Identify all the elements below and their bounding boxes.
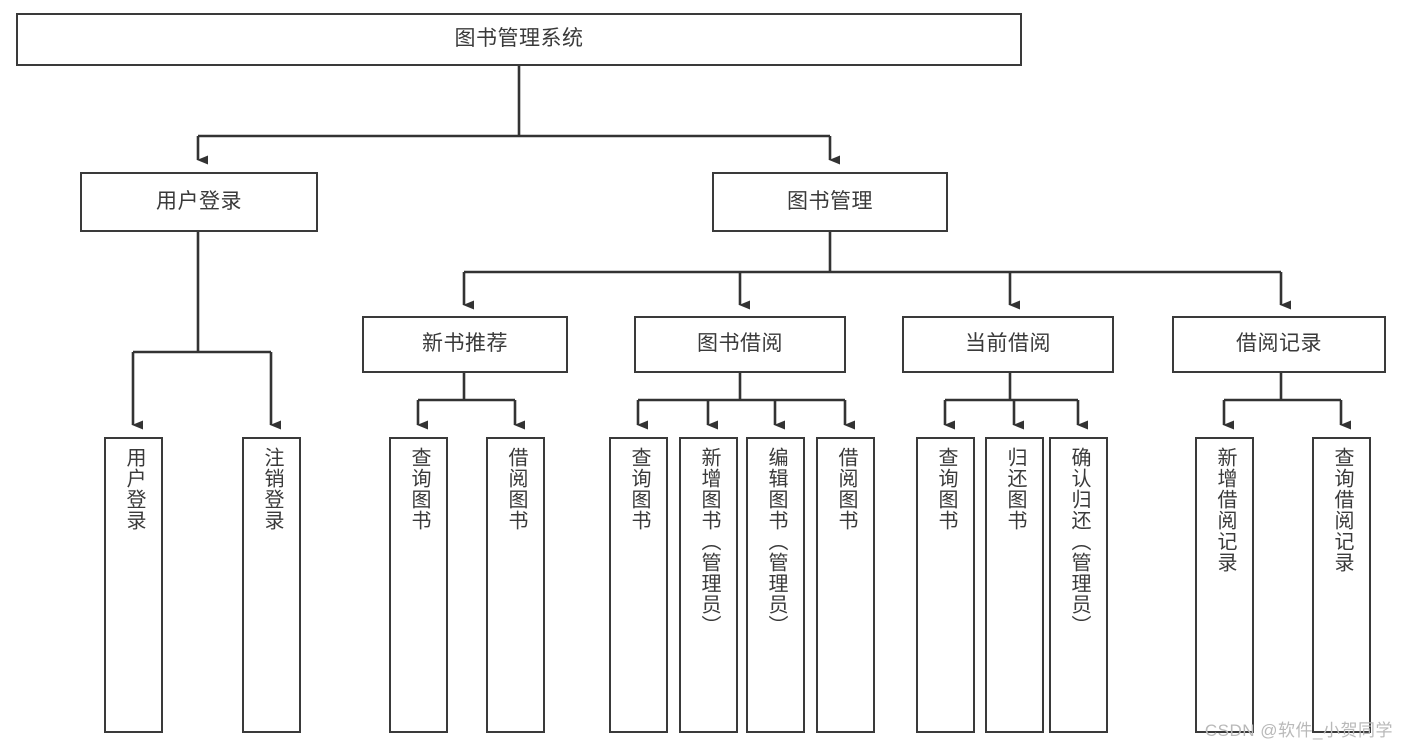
leaf-edit-book-admin[interactable]: 编辑图书（管理员） [746, 437, 805, 733]
leaf-borrow-book-new-recommend[interactable]: 借阅图书 [486, 437, 545, 733]
node-label: 当前借阅 [965, 332, 1051, 356]
node-user-login[interactable]: 用户登录 [80, 172, 318, 232]
node-label: 新增图书（管理员） [698, 447, 720, 636]
leaf-query-book-borrowing[interactable]: 查询图书 [609, 437, 668, 733]
node-book-management[interactable]: 图书管理 [712, 172, 948, 232]
leaf-query-borrowing-record[interactable]: 查询借阅记录 [1312, 437, 1371, 733]
node-label: 查询借阅记录 [1331, 447, 1353, 573]
node-label: 借阅图书 [505, 447, 527, 531]
leaf-add-borrowing-record[interactable]: 新增借阅记录 [1195, 437, 1254, 733]
node-label: 图书管理 [787, 189, 873, 213]
node-new-book-recommendation[interactable]: 新书推荐 [362, 316, 568, 373]
node-root-book-management-system[interactable]: 图书管理系统 [16, 13, 1022, 66]
node-label: 借阅图书 [835, 447, 857, 531]
leaf-logout[interactable]: 注销登录 [242, 437, 301, 733]
leaf-user-login[interactable]: 用户登录 [104, 437, 163, 733]
node-label: 借阅记录 [1236, 332, 1322, 356]
node-label: 用户登录 [123, 447, 145, 531]
node-label: 归还图书 [1004, 447, 1026, 531]
node-label: 确认归还（管理员） [1068, 447, 1090, 636]
watermark-text: CSDN @软件_小贺同学 [1204, 721, 1393, 740]
leaf-confirm-return-admin[interactable]: 确认归还（管理员） [1049, 437, 1108, 733]
node-label: 新增借阅记录 [1214, 447, 1236, 573]
leaf-add-book-admin[interactable]: 新增图书（管理员） [679, 437, 738, 733]
node-label: 注销登录 [261, 447, 283, 531]
node-label: 查询图书 [408, 447, 430, 531]
leaf-borrow-book-borrowing[interactable]: 借阅图书 [816, 437, 875, 733]
leaf-return-book[interactable]: 归还图书 [985, 437, 1044, 733]
leaf-query-book-new-recommend[interactable]: 查询图书 [389, 437, 448, 733]
leaf-query-book-current[interactable]: 查询图书 [916, 437, 975, 733]
node-current-borrowing[interactable]: 当前借阅 [902, 316, 1114, 373]
node-borrowing-record[interactable]: 借阅记录 [1172, 316, 1386, 373]
node-label: 新书推荐 [422, 332, 508, 356]
node-label: 用户登录 [156, 189, 242, 213]
node-label: 图书借阅 [697, 332, 783, 356]
node-label: 图书管理系统 [454, 27, 584, 51]
node-label: 查询图书 [628, 447, 650, 531]
node-label: 编辑图书（管理员） [765, 447, 787, 636]
node-label: 查询图书 [935, 447, 957, 531]
node-book-borrowing[interactable]: 图书借阅 [634, 316, 846, 373]
